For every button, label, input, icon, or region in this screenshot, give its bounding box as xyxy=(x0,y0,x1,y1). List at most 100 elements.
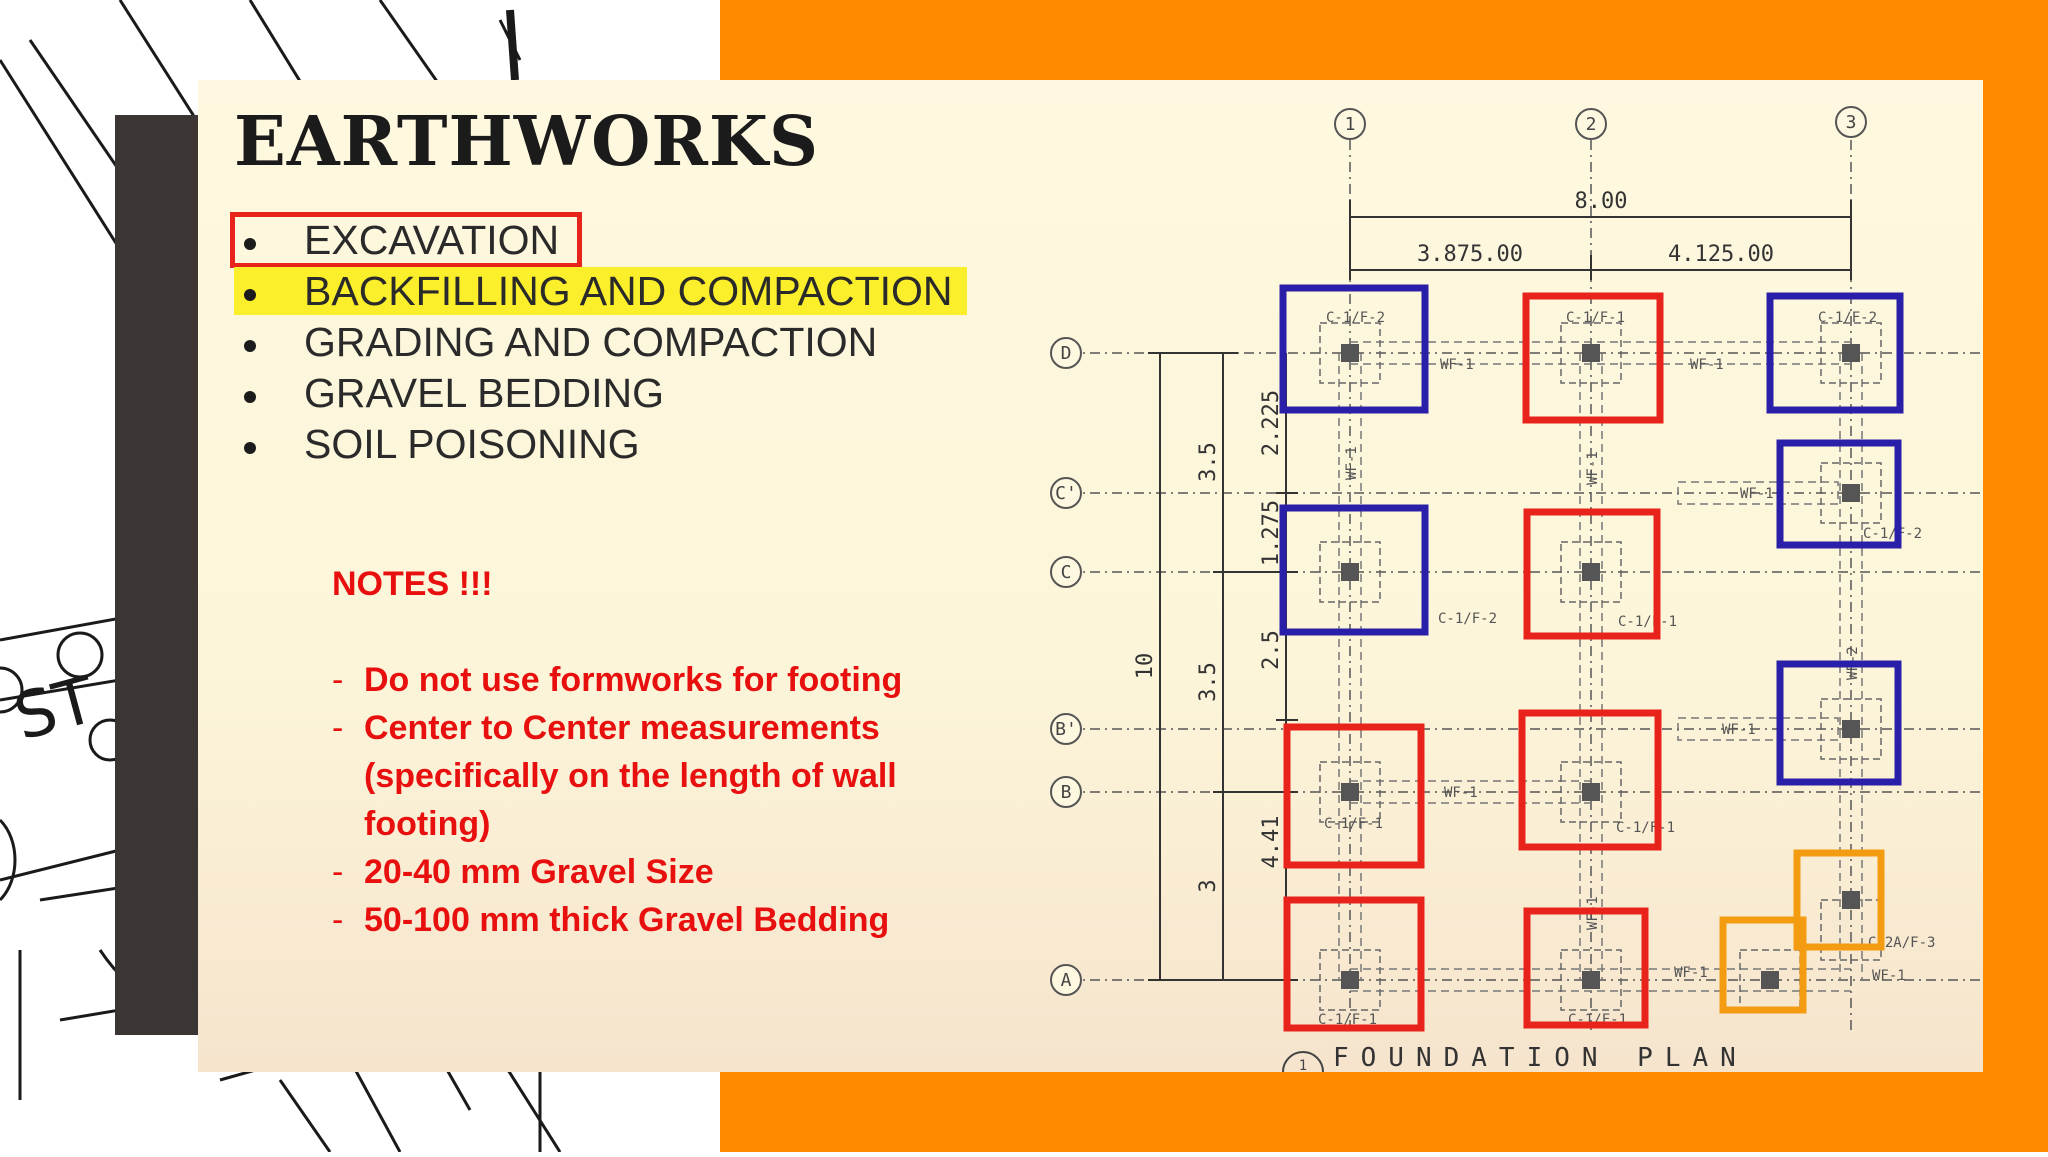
grid-bubble xyxy=(1050,337,1082,369)
wall-footing-label: WF-1 xyxy=(1872,968,1906,984)
bullet-list: EXCAVATION BACKFILLING AND COMPACTION GR… xyxy=(230,212,967,470)
note-text: 20-40 mm Gravel Size xyxy=(364,853,714,891)
footing-label: C-1/F-2 xyxy=(1326,310,1385,326)
note-text: Do not use formworks for footing xyxy=(364,661,903,699)
dark-accent-bar xyxy=(115,115,205,1035)
grid-bubble xyxy=(1334,108,1366,140)
footing-label: C-1/F-1 xyxy=(1324,816,1383,832)
column-mark xyxy=(1582,344,1600,362)
bullet-item: GRADING AND COMPACTION xyxy=(234,317,953,368)
footing-outline xyxy=(1820,698,1882,760)
dimension-label: 3.5 xyxy=(1196,442,1221,482)
bullet-text: GRAVEL BEDDING xyxy=(304,370,664,416)
grid-bubble xyxy=(1835,106,1867,138)
footing-outline xyxy=(1560,949,1622,1011)
grid-bubble-label: C xyxy=(1061,562,1072,583)
column-mark xyxy=(1341,344,1359,362)
footing-outline xyxy=(1319,949,1381,1011)
annotation-box-red xyxy=(1518,709,1662,851)
grid-bubble-label: A xyxy=(1061,970,1072,991)
column-mark xyxy=(1582,783,1600,801)
caption-bubble-label: 1 xyxy=(1299,1058,1307,1072)
wall-footing-label: WF-1 xyxy=(1344,446,1360,480)
bullet-item: SOIL POISONING xyxy=(234,419,953,470)
footing-label: C-1/F-1 xyxy=(1618,614,1677,630)
bullet-icon xyxy=(244,289,256,301)
annotation-box-blue xyxy=(1776,439,1902,549)
footing-label: C-2A/F-3 xyxy=(1868,935,1935,951)
bullet-text: SOIL POISONING xyxy=(304,421,640,467)
dimension-label: 3.875.00 xyxy=(1417,242,1523,267)
bullet-text: GRADING AND COMPACTION xyxy=(304,319,878,365)
yellow-highlight xyxy=(234,267,967,315)
column-mark xyxy=(1341,783,1359,801)
grid-bubble xyxy=(1050,964,1082,996)
grid-bubble-label: D xyxy=(1061,343,1072,364)
footing-label: C-1/F-2 xyxy=(1818,310,1877,326)
annotation-box-red xyxy=(1522,292,1664,424)
footing-outline xyxy=(1560,322,1622,384)
dimension-label: 3.5 xyxy=(1196,662,1221,702)
grid-bubble xyxy=(1575,108,1607,140)
column-mark xyxy=(1761,971,1779,989)
footing-label: C-1/F-2 xyxy=(1438,611,1497,627)
bullet-item: EXCAVATION xyxy=(230,212,953,268)
wall-footing-line xyxy=(1677,717,1839,741)
dash-icon: - xyxy=(332,853,344,891)
note-text: 50-100 mm thick Gravel Bedding xyxy=(364,901,890,939)
footing-outline xyxy=(1319,761,1381,823)
grid-bubble xyxy=(1050,556,1082,588)
footing-outline xyxy=(1820,322,1882,384)
grid-bubble-label: 2 xyxy=(1586,114,1597,135)
grid-bubble-label: B xyxy=(1061,782,1072,803)
annotation-box-orange xyxy=(1719,916,1807,1014)
footing-outline xyxy=(1319,322,1381,384)
caption-bubble-icon xyxy=(1282,1051,1324,1073)
note-item: -Do not use formworks for footing xyxy=(332,656,964,704)
column-mark xyxy=(1842,344,1860,362)
bullet-icon xyxy=(244,391,256,403)
note-item: -20-40 mm Gravel Size xyxy=(332,848,964,896)
footing-outline xyxy=(1560,541,1622,603)
footing-label: C-1/F-1 xyxy=(1566,310,1625,326)
column-mark xyxy=(1341,563,1359,581)
column-mark xyxy=(1842,720,1860,738)
grid-bubble-label: 3 xyxy=(1846,112,1857,133)
bullet-item: GRAVEL BEDDING xyxy=(234,368,953,419)
notes-list: -Do not use formworks for footing -Cente… xyxy=(332,656,964,944)
notes-heading: NOTES !!! xyxy=(332,565,493,603)
dimension-label: 3 xyxy=(1196,879,1221,892)
annotation-box-red xyxy=(1523,508,1661,640)
annotation-box-red xyxy=(1523,907,1649,1029)
note-item: -50-100 mm thick Gravel Bedding xyxy=(332,896,964,944)
plan-caption: FOUNDATION PLAN xyxy=(1333,1043,1748,1072)
wall-footing-label: WF-1 xyxy=(1444,785,1478,801)
bullet-text: BACKFILLING AND COMPACTION xyxy=(304,268,953,314)
wall-footing-label: WF-1 xyxy=(1740,486,1774,502)
column-mark xyxy=(1341,971,1359,989)
grid-bubble-label: C' xyxy=(1055,483,1077,504)
annotation-box-red xyxy=(1283,896,1425,1032)
grid-bubble xyxy=(1050,477,1082,509)
column-mark xyxy=(1582,563,1600,581)
grid-bubble-label: B' xyxy=(1055,719,1077,740)
footing-label: C-1/F-2 xyxy=(1863,526,1922,542)
bullet-item: BACKFILLING AND COMPACTION xyxy=(234,266,967,317)
bullet-icon xyxy=(244,442,256,454)
bullet-icon xyxy=(244,340,256,352)
annotation-box-orange xyxy=(1793,849,1885,951)
wall-footing-label: WF-1 xyxy=(1585,451,1601,485)
dimension-label: 4.41 xyxy=(1259,816,1284,869)
annotation-box-blue xyxy=(1279,284,1429,414)
footing-outline xyxy=(1820,462,1882,524)
grid-bubble-label: 1 xyxy=(1345,114,1356,135)
grid-bubble xyxy=(1050,713,1082,745)
dash-icon: - xyxy=(332,709,344,747)
note-item: -Center to Center measurements (specific… xyxy=(332,704,964,848)
dimension-label: 8.00 xyxy=(1575,189,1628,214)
bullet-icon xyxy=(244,238,256,250)
column-mark xyxy=(1842,891,1860,909)
red-outline-box xyxy=(230,212,582,268)
column-mark xyxy=(1842,484,1860,502)
annotation-box-blue xyxy=(1776,660,1902,786)
